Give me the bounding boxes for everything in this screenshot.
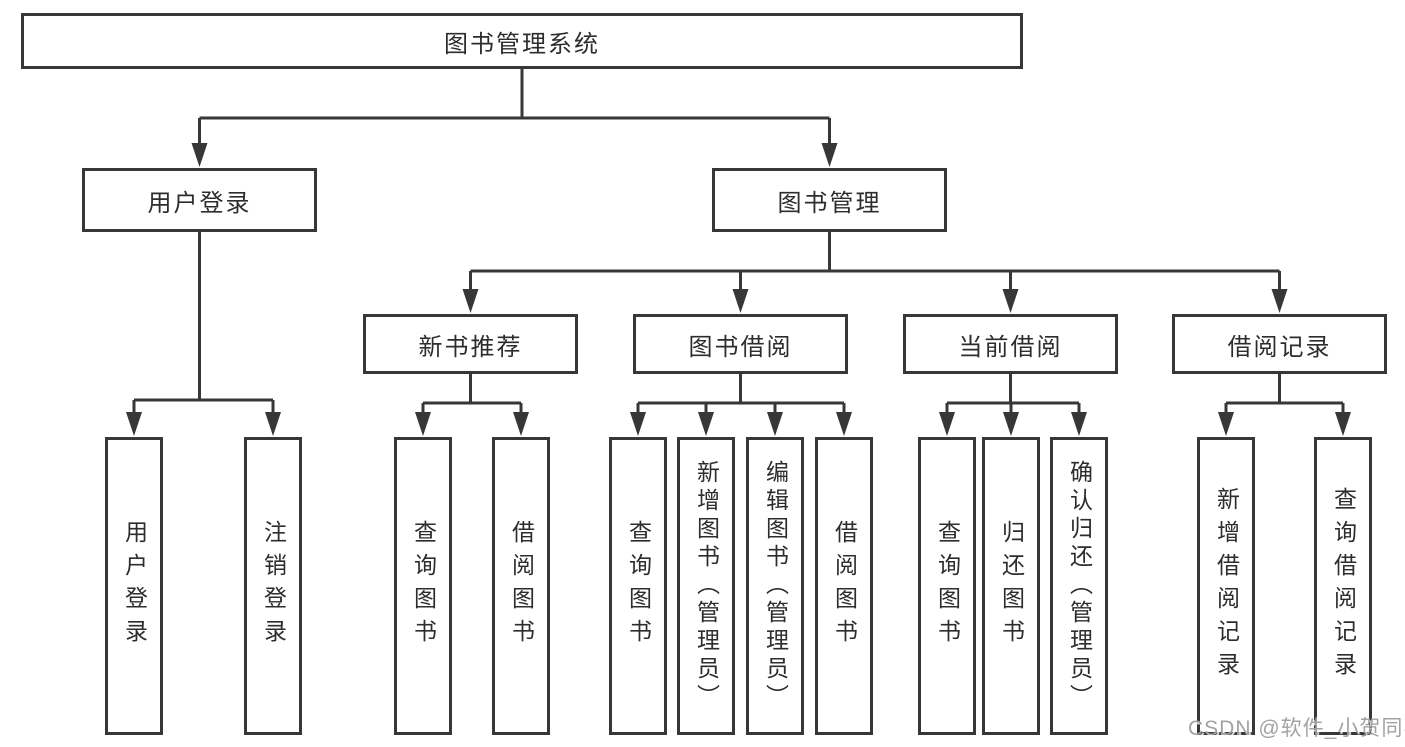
csdn-watermark: CSDN @软件_小贺同学 (1188, 717, 1405, 740)
node-label: 查询借阅记录 (1330, 487, 1357, 685)
node-label: 图书管理系统 (444, 30, 600, 58)
node-label: 新书推荐 (418, 333, 523, 361)
node-root-library-system: 图书管理系统 (21, 13, 1023, 69)
node-label: 用户登录 (121, 520, 148, 652)
node-label: 注销登录 (260, 520, 287, 652)
node-label: 归还图书 (998, 520, 1025, 652)
leaf-query-books-current: 查询图书 (918, 437, 976, 735)
leaf-query-books-borrow: 查询图书 (609, 437, 667, 735)
leaf-add-borrow-record: 新增借阅记录 (1197, 437, 1255, 735)
leaf-user-login: 用户登录 (105, 437, 163, 735)
node-label: 用户登录 (147, 189, 252, 217)
node-new-book-recommend: 新书推荐 (363, 314, 578, 374)
leaf-confirm-return-admin: 确认归还（管理员） (1050, 437, 1108, 735)
leaf-borrow-books-recommend: 借阅图书 (492, 437, 550, 735)
node-label: 查询图书 (625, 520, 652, 652)
leaf-borrow-books: 借阅图书 (815, 437, 873, 735)
node-label: 图书管理 (777, 189, 882, 217)
node-book-borrowing: 图书借阅 (633, 314, 848, 374)
node-label: 借阅图书 (831, 520, 858, 652)
node-label: 编辑图书（管理员） (762, 460, 789, 712)
leaf-edit-books-admin: 编辑图书（管理员） (746, 437, 804, 735)
leaf-query-borrow-record: 查询借阅记录 (1314, 437, 1372, 735)
node-label: 图书借阅 (688, 333, 793, 361)
leaf-logout: 注销登录 (244, 437, 302, 735)
node-book-management: 图书管理 (712, 168, 947, 232)
node-current-borrowing: 当前借阅 (903, 314, 1118, 374)
node-label: 确认归还（管理员） (1066, 460, 1093, 712)
leaf-return-books: 归还图书 (982, 437, 1040, 735)
leaf-add-books-admin: 新增图书（管理员） (677, 437, 735, 735)
node-label: 查询图书 (934, 520, 961, 652)
node-label: 借阅图书 (508, 520, 535, 652)
node-label: 新增图书（管理员） (693, 460, 720, 712)
node-label: 当前借阅 (958, 333, 1063, 361)
node-label: 新增借阅记录 (1213, 487, 1240, 685)
node-label: 借阅记录 (1227, 333, 1332, 361)
node-label: 查询图书 (410, 520, 437, 652)
leaf-query-books-recommend: 查询图书 (394, 437, 452, 735)
node-user-login: 用户登录 (82, 168, 317, 232)
node-borrowing-records: 借阅记录 (1172, 314, 1387, 374)
